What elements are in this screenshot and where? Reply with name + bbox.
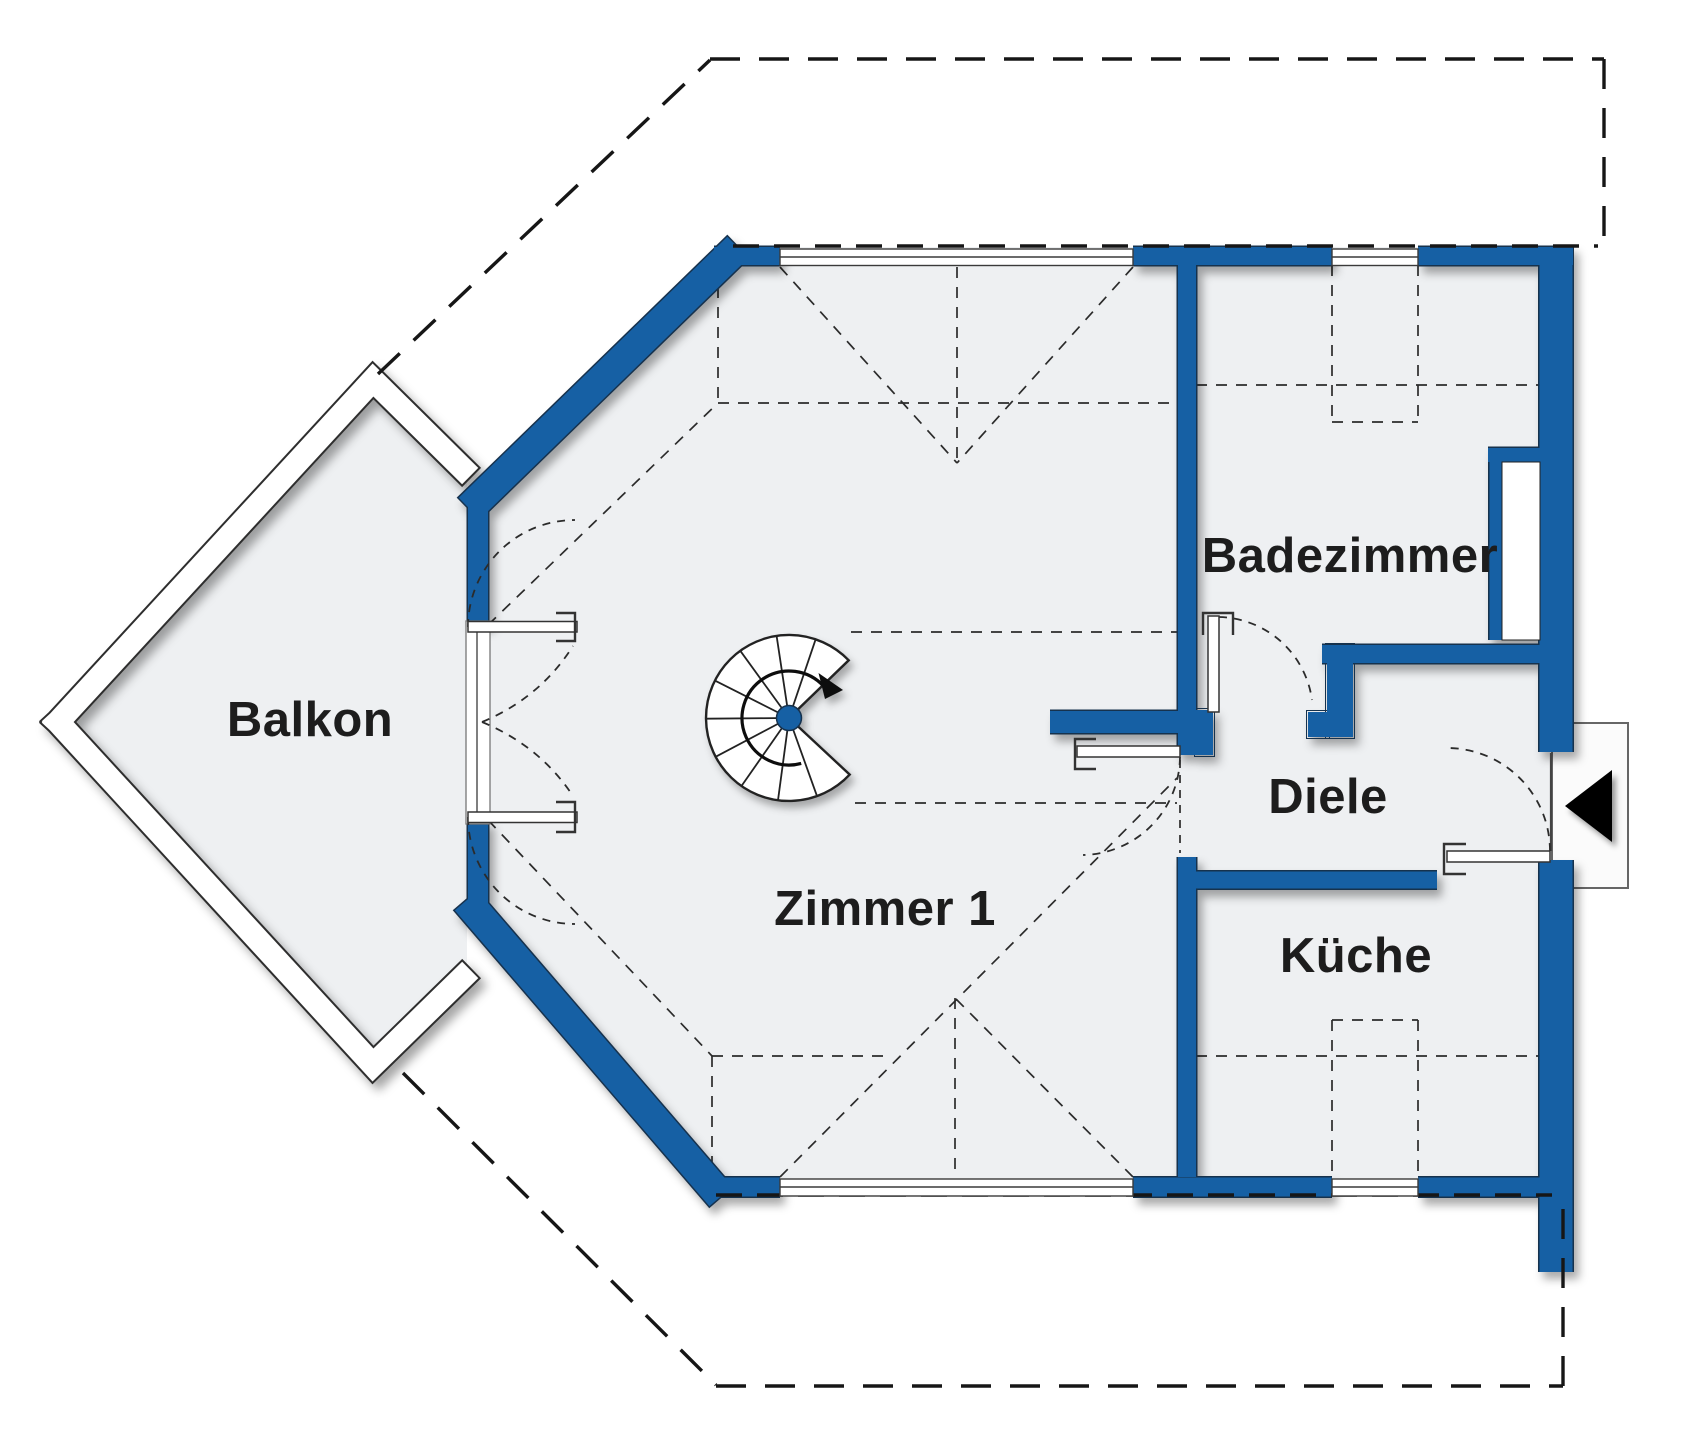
stair-arrow-head bbox=[818, 673, 843, 699]
balcony-floor bbox=[55, 377, 467, 1068]
apartment-floor bbox=[468, 247, 1573, 1196]
door-hinge bbox=[556, 611, 577, 643]
stair-center-post bbox=[775, 704, 803, 732]
windows bbox=[779, 248, 1419, 1197]
door-hinge bbox=[556, 800, 577, 834]
bathroom-shaft-void bbox=[1501, 461, 1541, 641]
door-hinge bbox=[1442, 842, 1466, 876]
walls bbox=[452, 234, 1574, 1272]
door-hinge bbox=[1073, 737, 1096, 771]
door-leaf bbox=[1446, 850, 1551, 863]
door-arc bbox=[1218, 616, 1313, 701]
stair-direction-arrow bbox=[740, 669, 826, 767]
window-room1-south bbox=[779, 1178, 1134, 1197]
door-leaf bbox=[467, 811, 578, 824]
window-room1-north bbox=[779, 248, 1134, 267]
door-hinge bbox=[1201, 611, 1235, 635]
door-leaf bbox=[467, 620, 578, 633]
door-arc bbox=[467, 816, 576, 925]
label-hall: Diele bbox=[1268, 770, 1388, 824]
balcony-door bbox=[465, 519, 578, 925]
balcony-parapet bbox=[38, 360, 482, 1085]
room1-hall-door bbox=[1073, 737, 1181, 856]
door-arc bbox=[481, 721, 574, 797]
door-arc bbox=[467, 519, 576, 628]
floor-areas bbox=[55, 247, 1573, 1196]
label-room1: Zimmer 1 bbox=[774, 882, 996, 936]
entrance-arrow-icon bbox=[1565, 770, 1612, 842]
label-bathroom: Badezimmer bbox=[1202, 529, 1498, 583]
label-balcony: Balkon bbox=[227, 693, 393, 747]
door-leaf bbox=[1076, 745, 1181, 758]
hall-bathroom-door bbox=[1201, 611, 1313, 713]
spiral-staircase-icon bbox=[704, 633, 852, 803]
door-arc bbox=[481, 645, 574, 723]
door-leaf bbox=[1207, 615, 1220, 713]
door-arc bbox=[1082, 756, 1181, 856]
door-arc bbox=[1446, 747, 1551, 852]
label-kitchen: Küche bbox=[1280, 929, 1432, 983]
window-kitchen-south bbox=[1331, 1178, 1419, 1197]
entrance-door bbox=[1442, 747, 1553, 876]
window-bathroom-north bbox=[1331, 248, 1419, 267]
